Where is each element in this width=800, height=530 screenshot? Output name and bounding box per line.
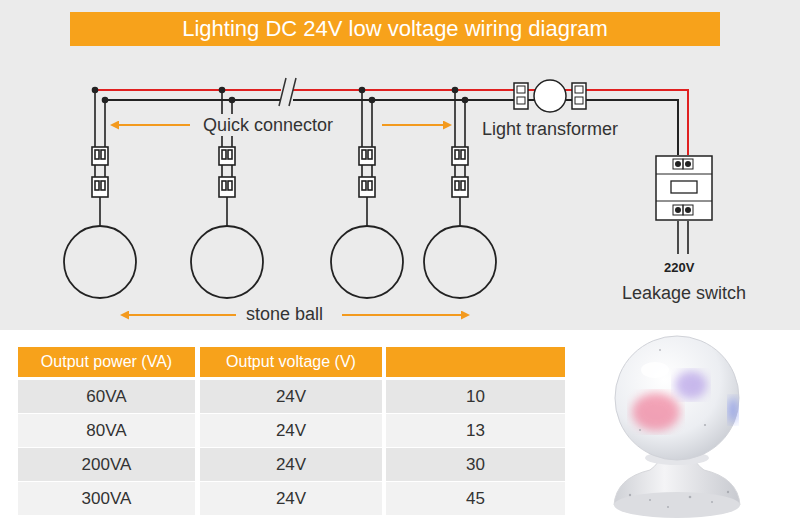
transformer-symbol: Light transformer [512,80,588,112]
voltage-label: 220V [664,259,694,277]
table-cell: 300VA [18,482,195,515]
table-cell: 80VA [18,414,195,447]
part-label: stone ball [246,303,323,325]
table-header: Output voltage (V) [200,347,382,377]
break-mark [279,78,296,106]
ball-branches [64,88,688,299]
direction-arrows [112,125,468,315]
node-label: Leakage switch [622,282,746,304]
black-wire [105,99,512,101]
table-cell: 13 [386,414,565,447]
diagram-ground [0,0,800,330]
table-cell: 24V [200,380,382,413]
transformer-outline [512,80,588,112]
table-cell: 10 [386,380,565,413]
stone-ball-photo [614,336,740,518]
table-header-cell [386,347,565,377]
node-label: Light transformer [482,118,618,140]
red-wire [95,89,512,91]
supply-wires [95,78,512,106]
table-cell: 60VA [18,380,195,413]
table-cell: 200VA [18,448,195,481]
table-cell: 24V [200,448,382,481]
table-cell: 45 [386,482,565,515]
part-label: Quick connector [200,114,336,136]
title-band: Lighting DC 24V low voltage wiring diagr… [70,12,720,46]
branch [64,88,136,299]
branch [331,88,403,299]
table-cell: 24V [200,482,382,515]
input-wires [678,221,688,254]
table-cell: 30 [386,448,565,481]
leakage-switch: Leakage switch [655,155,713,221]
table-header: Output power (VA) [18,347,195,377]
table-cell: 24V [200,414,382,447]
switch-outline [655,155,713,221]
